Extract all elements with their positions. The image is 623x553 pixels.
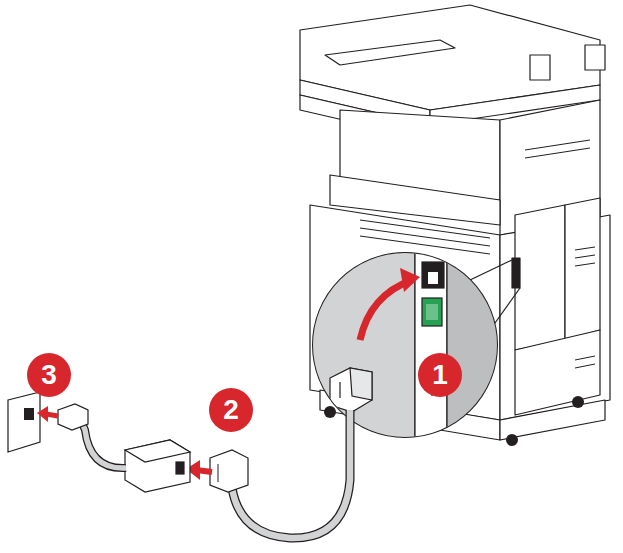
callout-number: 1 [418, 353, 462, 397]
callout-number: 2 [209, 388, 253, 432]
callout-number: 3 [27, 353, 71, 397]
